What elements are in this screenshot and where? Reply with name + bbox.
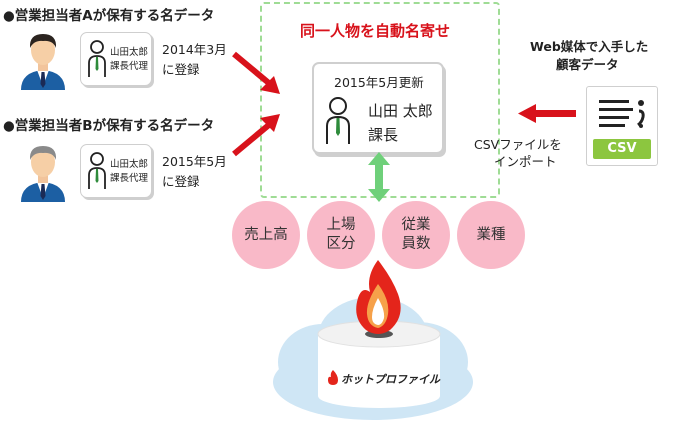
gray-haired-businessman-avatar-icon (21, 146, 65, 202)
import-arrow (518, 104, 576, 123)
attribute-circle-employees: 従業 員数 (382, 201, 450, 269)
attribute-circle-listing: 上場 区分 (307, 201, 375, 269)
person-outline-icon (326, 97, 350, 144)
merged-card-name: 山田 太郎 (368, 102, 433, 120)
attribute-label: 上場 区分 (326, 217, 356, 252)
csv-import-line1: CSVファイルを (474, 137, 562, 152)
person-outline-icon (88, 152, 106, 189)
person-a-card-name: 山田太郎 (110, 47, 149, 58)
attribute-label: 業種 (476, 226, 506, 243)
merged-card-title: 課長 (368, 126, 399, 144)
csv-file-icon: CSV (586, 86, 658, 166)
person-b-card-title: 課長代理 (110, 173, 149, 184)
person-b-business-card: 山田太郎 課長代理 (80, 144, 152, 198)
merge-arrow-from-a (232, 51, 280, 94)
person-outline-icon (88, 40, 106, 77)
web-data-heading-line1: Web媒体で入手した (530, 39, 649, 54)
person-a-business-card: 山田太郎 課長代理 (80, 32, 152, 86)
person-a-heading: ●営業担当者Aが保有する名データ (3, 8, 215, 24)
attribute-circle-industry: 業種 (457, 201, 525, 269)
csv-import-line2: インポート (494, 154, 557, 169)
businessman-avatar-icon (21, 34, 65, 90)
person-b-heading: ●営業担当者Bが保有する名データ (3, 118, 215, 134)
brand-flame-logo-icon (328, 370, 338, 385)
web-data-heading-line2: 顧客データ (556, 57, 619, 72)
person-a-card-title: 課長代理 (110, 61, 149, 72)
merge-title: 同一人物を自動名寄せ (300, 22, 451, 40)
person-a-date-line2: に登録 (162, 62, 200, 77)
person-b-date-line1: 2015年5月 (162, 154, 227, 169)
person-b-card-name: 山田太郎 (110, 159, 149, 170)
brand-name: ホットプロファイル (341, 373, 440, 386)
merge-arrow-from-b (232, 114, 280, 157)
flame-icon (356, 260, 401, 334)
attribute-label: 売上高 (244, 226, 288, 243)
person-b-date-line2: に登録 (162, 174, 200, 189)
document-lines-icon (599, 100, 645, 128)
sync-double-arrow (368, 152, 390, 202)
merged-business-card: 2015年5月更新 山田 太郎 課長 (312, 62, 444, 154)
attribute-circle-sales: 売上高 (232, 201, 300, 269)
attribute-label: 従業 員数 (401, 217, 431, 252)
database-cylinder (317, 320, 441, 408)
merged-card-updated: 2015年5月更新 (334, 75, 424, 90)
person-a-date-line1: 2014年3月 (162, 42, 227, 57)
csv-label: CSV (593, 139, 651, 159)
